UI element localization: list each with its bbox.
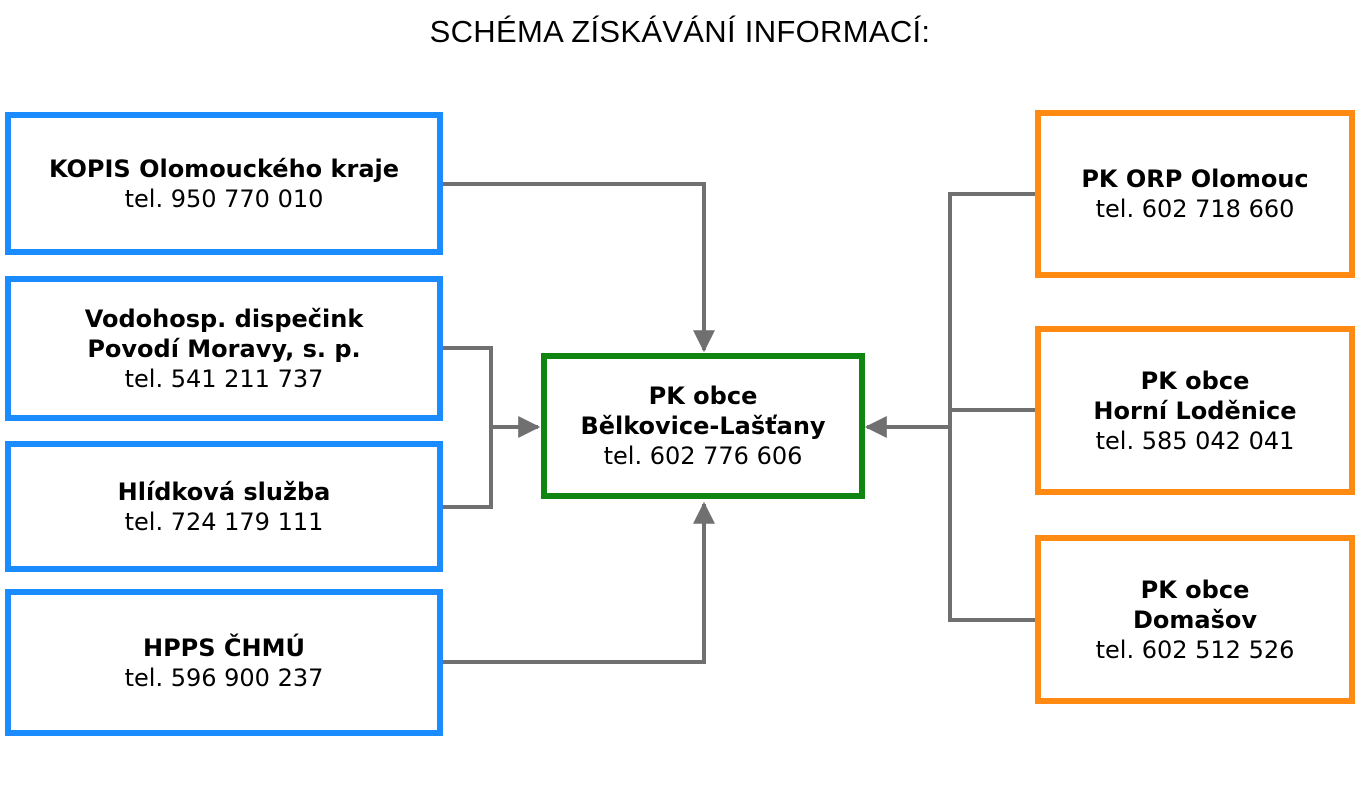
source-box-horni-lodenice: PK obce Horní Loděnice tel. 585 042 041 <box>1035 326 1355 495</box>
source-phone: tel. 724 179 111 <box>124 507 324 536</box>
center-name-line-2: Bělkovice-Lašťany <box>580 412 826 440</box>
source-phone: tel. 541 211 737 <box>124 364 324 393</box>
source-box-domasov: PK obce Domašov tel. 602 512 526 <box>1035 535 1355 704</box>
source-name: KOPIS Olomouckého kraje <box>48 154 400 183</box>
source-name: HPPS ČHMÚ <box>143 633 305 662</box>
source-name: PK ORP Olomouc <box>1081 165 1309 193</box>
source-phone: tel. 602 718 660 <box>1095 195 1295 223</box>
source-box-vodohosp: Vodohosp. dispečink Povodí Moravy, s. p.… <box>5 276 443 421</box>
source-box-kopis: KOPIS Olomouckého kraje tel. 950 770 010 <box>5 112 443 255</box>
center-box: PK obce Bělkovice-Lašťany tel. 602 776 6… <box>541 353 865 499</box>
source-name-line-1: PK obce <box>1140 575 1250 604</box>
source-phone: tel. 585 042 041 <box>1095 426 1295 455</box>
center-phone: tel. 602 776 606 <box>603 442 803 470</box>
source-phone: tel. 950 770 010 <box>124 184 324 213</box>
source-name: Hlídková služba <box>117 477 331 506</box>
source-name-line-1: Vodohosp. dispečink <box>84 304 364 333</box>
source-name-line-1: PK obce <box>1140 366 1250 395</box>
diagram-title: SCHÉMA ZÍSKÁVÁNÍ INFORMACÍ: <box>429 14 931 49</box>
source-name-line-2: Horní Loděnice <box>1093 396 1297 425</box>
source-phone: tel. 596 900 237 <box>124 663 324 692</box>
source-box-hpps: HPPS ČHMÚ tel. 596 900 237 <box>5 589 443 736</box>
connector-right-bracket <box>948 192 1036 622</box>
source-phone: tel. 602 512 526 <box>1095 635 1295 664</box>
source-box-orp-olomouc: PK ORP Olomouc tel. 602 718 660 <box>1035 110 1355 278</box>
connector-left-bracket <box>442 346 493 509</box>
center-name-line-1: PK obce <box>648 382 758 410</box>
source-box-hlidkova: Hlídková služba tel. 724 179 111 <box>5 441 443 572</box>
connector-hpps <box>442 501 715 664</box>
source-name-line-2: Domašov <box>1132 605 1258 634</box>
source-name-line-2: Povodí Moravy, s. p. <box>87 334 361 363</box>
connector-kopis <box>442 182 715 353</box>
